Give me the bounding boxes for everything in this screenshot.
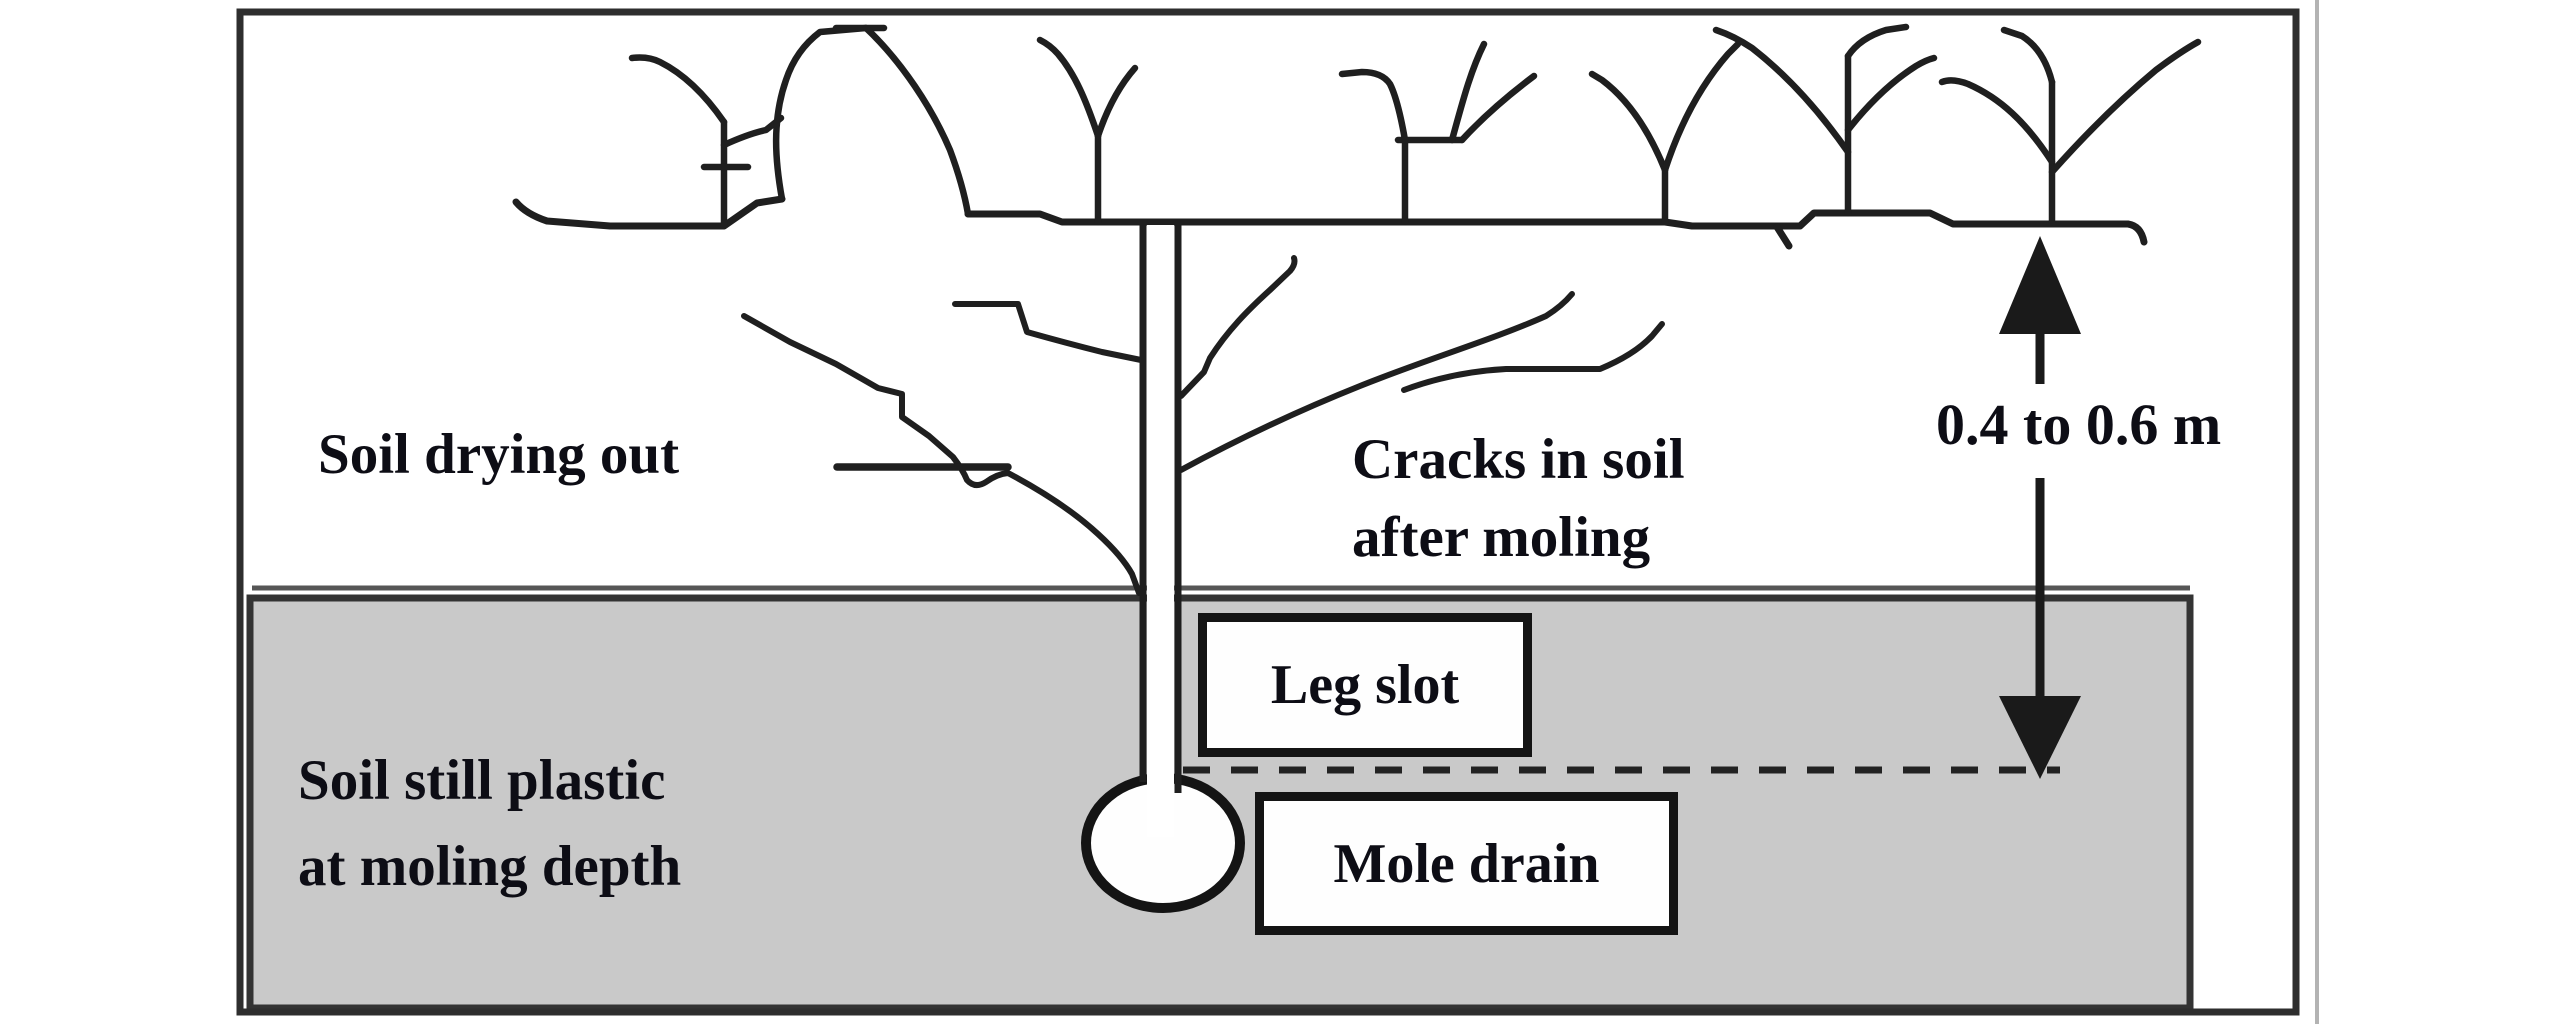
leg-slot-channel bbox=[1139, 222, 1182, 837]
leg-slot-callout-text: Leg slot bbox=[1270, 654, 1460, 716]
leg-slot-callout: Leg slot bbox=[1198, 613, 1532, 757]
soil-plastic-line2: at moling depth bbox=[298, 835, 682, 898]
cracks-label-line1: Cracks in soil bbox=[1352, 428, 1685, 491]
mole-drain-callout: Mole drain bbox=[1255, 792, 1678, 935]
outer-frame-border bbox=[236, 8, 2300, 1016]
depth-range-label: 0.4 to 0.6 m bbox=[1936, 392, 2222, 457]
cracks-after-moling-label: Cracks in soil after moling bbox=[1352, 421, 1685, 577]
cracks-label-line2: after moling bbox=[1352, 506, 1651, 569]
surface-crack-bushes bbox=[628, 23, 2202, 230]
depth-arrow-up bbox=[1999, 236, 2081, 384]
soil-plastic-label: Soil still plastic at moling depth bbox=[298, 738, 681, 910]
depth-arrow-down bbox=[1999, 478, 2081, 779]
ground-surface-line bbox=[512, 195, 2148, 250]
soil-drying-label: Soil drying out bbox=[318, 423, 680, 486]
soil-plastic-line1: Soil still plastic bbox=[298, 749, 666, 812]
mole-drain-callout-text: Mole drain bbox=[1333, 832, 1600, 895]
subsoil-crack-lines bbox=[741, 255, 1665, 596]
